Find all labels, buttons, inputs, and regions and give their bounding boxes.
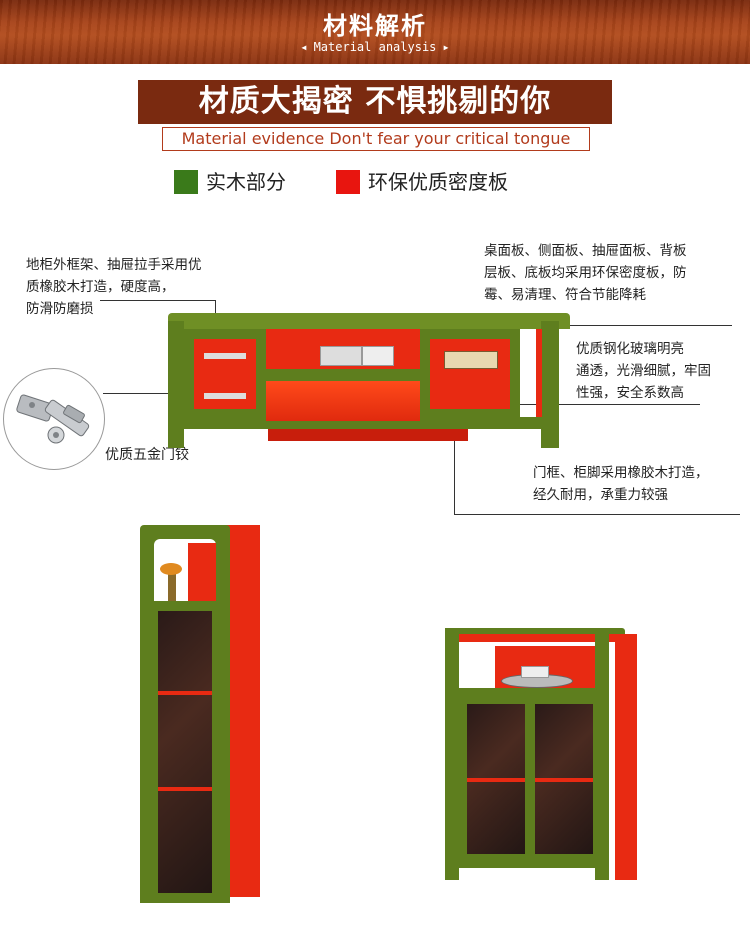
header-banner (0, 0, 750, 64)
slogan-banner: 材质大揭密 不惧挑剔的你 (138, 80, 612, 124)
slogan-english: Material evidence Don't fear your critic… (162, 127, 590, 151)
legend-swatch-solid-wood (174, 170, 198, 194)
arrow-right-icon: ▶ (443, 43, 449, 52)
arrow-left-icon: ◀ (301, 43, 307, 52)
tv-cabinet-image (168, 313, 570, 448)
leader-line (454, 514, 740, 515)
hinge-icon (16, 394, 90, 444)
legend-label-solid-wood: 实木部分 (206, 170, 286, 194)
leader-line (522, 325, 732, 326)
leader-line (103, 393, 193, 394)
legend-swatch-mdf (336, 170, 360, 194)
hinge-photo (3, 368, 105, 470)
tall-cabinet-image (140, 525, 262, 903)
header-subtitle-text: Material analysis (313, 40, 437, 54)
short-cabinet-image (445, 628, 639, 880)
annotation-glass: 优质钢化玻璃明亮 通透，光滑细腻，牢固 性强，安全系数高 (576, 341, 711, 401)
annotation-hinge: 优质五金门铰 (105, 447, 189, 463)
annotation-board-material: 桌面板、侧面板、抽屉面板、背板 层板、底板均采用环保密度板，防 霉、易清理、符合… (484, 243, 687, 303)
legend-label-mdf: 环保优质密度板 (368, 170, 508, 194)
header-title: 材料解析 (323, 12, 427, 40)
leader-line (454, 436, 455, 514)
header-subtitle: ◀ Material analysis ▶ (0, 40, 750, 54)
leader-line (100, 300, 216, 301)
annotation-frame-material: 地柜外框架、抽屉拉手采用优 质橡胶木打造，硬度高， 防滑防磨损 (26, 257, 202, 317)
leader-line (476, 404, 700, 405)
annotation-door-frame: 门框、柜脚采用橡胶木打造， 经久耐用，承重力较强 (533, 465, 709, 503)
